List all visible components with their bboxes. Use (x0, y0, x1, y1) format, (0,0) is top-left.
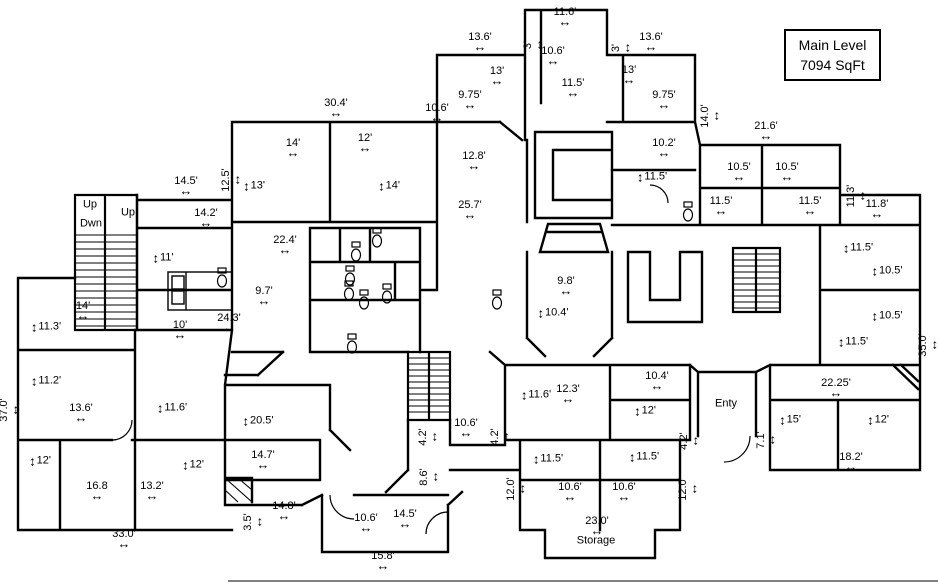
door-arcs (111, 184, 751, 535)
corner-shelf-hatch (224, 477, 253, 503)
staircase-left (73, 193, 139, 332)
staircase-center-right (731, 246, 782, 314)
corner-fireplace (891, 363, 920, 391)
hearth-feature (538, 222, 610, 254)
walls-group (16, 8, 922, 560)
staircase-bottom-center (406, 350, 452, 422)
core-feature-u (626, 250, 704, 324)
bed-icon (167, 271, 233, 311)
title-box: Main Level 7094 SqFt (784, 29, 881, 81)
toilet-icons (216, 201, 694, 354)
title-level: Main Level (798, 36, 867, 53)
core-feature-c (533, 130, 614, 220)
title-sqft: 7094 SqFt (800, 57, 865, 73)
